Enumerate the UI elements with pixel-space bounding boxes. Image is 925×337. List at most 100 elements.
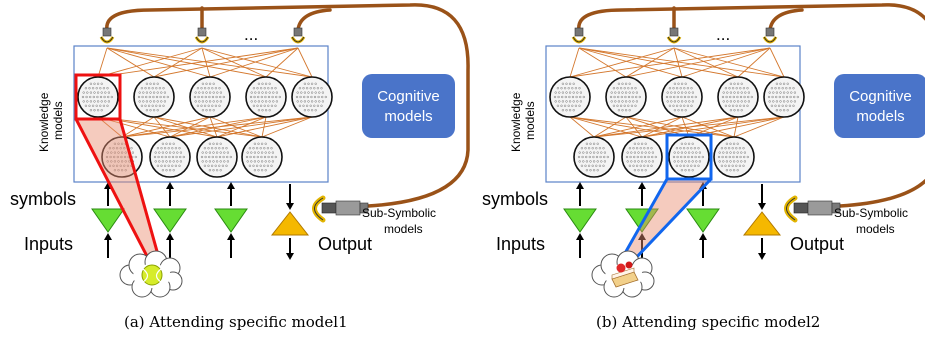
connection-line (121, 116, 313, 138)
knowledge-node (763, 76, 805, 118)
caption: (b) Attending specific model2 (596, 313, 820, 331)
connection-line (201, 47, 211, 78)
up-arrow (699, 233, 707, 258)
up-arrow (576, 233, 584, 258)
connection-line (625, 116, 643, 138)
knowledge-node (196, 136, 238, 178)
ellipsis: ... (244, 25, 258, 44)
connection-line (593, 116, 683, 138)
knowledge-nodes (549, 76, 805, 178)
connection-line (209, 47, 299, 78)
connector-clip-icon (194, 27, 210, 44)
connection-line (593, 116, 627, 138)
up-arrow (227, 182, 235, 206)
knowledge-node (621, 136, 663, 178)
knowledge-label-line1: Knowledge (37, 92, 51, 152)
caption: (a) Attending specific model1 (124, 313, 348, 331)
connection-line (153, 116, 171, 138)
connection-line (106, 47, 211, 78)
subsymbolic-line2: models (384, 222, 423, 236)
connection-line (216, 116, 313, 138)
input-triangle (91, 208, 125, 233)
input-cloud (591, 250, 655, 298)
up-arrow (638, 233, 646, 258)
knowledge-node (77, 76, 119, 118)
tennis-ball-icon (141, 264, 163, 286)
connector-clips (99, 27, 306, 44)
connection-line (625, 116, 735, 138)
connection-line (169, 116, 211, 138)
down-arrow (758, 238, 766, 260)
connection-line (578, 47, 785, 78)
connection-line (106, 47, 155, 78)
connection-line (121, 116, 267, 138)
connection-line (593, 116, 739, 138)
connection-line (97, 47, 203, 78)
connector-clip-icon (290, 27, 306, 44)
subsymbolic-line1: Sub-Symbolic (362, 206, 436, 220)
connection-line (641, 116, 683, 138)
cable-drop (768, 8, 804, 32)
connection-line (209, 116, 263, 138)
connection-line (106, 47, 313, 78)
inputs-label: Inputs (496, 234, 545, 254)
connection-line (737, 47, 771, 78)
knowledge-node (291, 76, 333, 118)
input-triangle (214, 208, 248, 233)
connection-line (578, 47, 683, 78)
connection-line (153, 47, 299, 78)
connection-line (578, 47, 739, 78)
panel-a: ... Knowledge models Cognitive models sy… (10, 3, 470, 331)
cognitive-line2: models (856, 108, 904, 125)
connection-line (261, 116, 313, 138)
connection-line (593, 116, 785, 138)
knowledge-node (668, 136, 710, 178)
connection-line (625, 47, 771, 78)
knowledge-node (149, 136, 191, 178)
connection-line (733, 116, 785, 138)
up-arrow (576, 182, 584, 206)
attention-box (74, 73, 122, 121)
connector-clip-icon (99, 27, 115, 44)
knowledge-node (573, 136, 615, 178)
output-label: Output (790, 234, 844, 254)
down-arrow (286, 184, 294, 210)
connection-line (673, 47, 739, 78)
cognitive-line1: Cognitive (849, 88, 912, 105)
knowledge-node (245, 76, 287, 118)
up-arrow (104, 233, 112, 258)
brown-cable (577, 3, 925, 208)
cable-main (105, 3, 470, 208)
down-arrow (286, 238, 294, 260)
knowledge-node (133, 76, 175, 118)
knowledge-node (717, 76, 759, 118)
connection-line (265, 47, 299, 78)
knowledge-frame (73, 45, 329, 183)
up-arrow (638, 182, 646, 206)
output-triangle (742, 211, 782, 236)
connection-line (97, 47, 299, 78)
connection-line (297, 47, 313, 78)
connection-line (121, 116, 211, 138)
connection-line (578, 47, 627, 78)
connection-line (569, 47, 675, 78)
knowledge-label-line1: Knowledge (509, 92, 523, 152)
connection-line (681, 116, 735, 138)
input-triangle (686, 208, 720, 233)
up-arrow (227, 233, 235, 258)
connector-clip-icon (666, 27, 682, 44)
connection-line (569, 47, 580, 78)
brown-cable (105, 3, 470, 208)
triangle-units (91, 208, 310, 236)
attention-box (665, 133, 713, 181)
connection-line (121, 116, 155, 138)
connection-network (97, 47, 313, 138)
connection-line (169, 116, 313, 138)
connection-line (569, 47, 771, 78)
up-arrow (166, 182, 174, 206)
connection-line (769, 47, 785, 78)
clamp-icon (312, 195, 369, 223)
knowledge-node (605, 76, 647, 118)
knowledge-node (549, 76, 591, 118)
cognitive-line2: models (384, 108, 432, 125)
